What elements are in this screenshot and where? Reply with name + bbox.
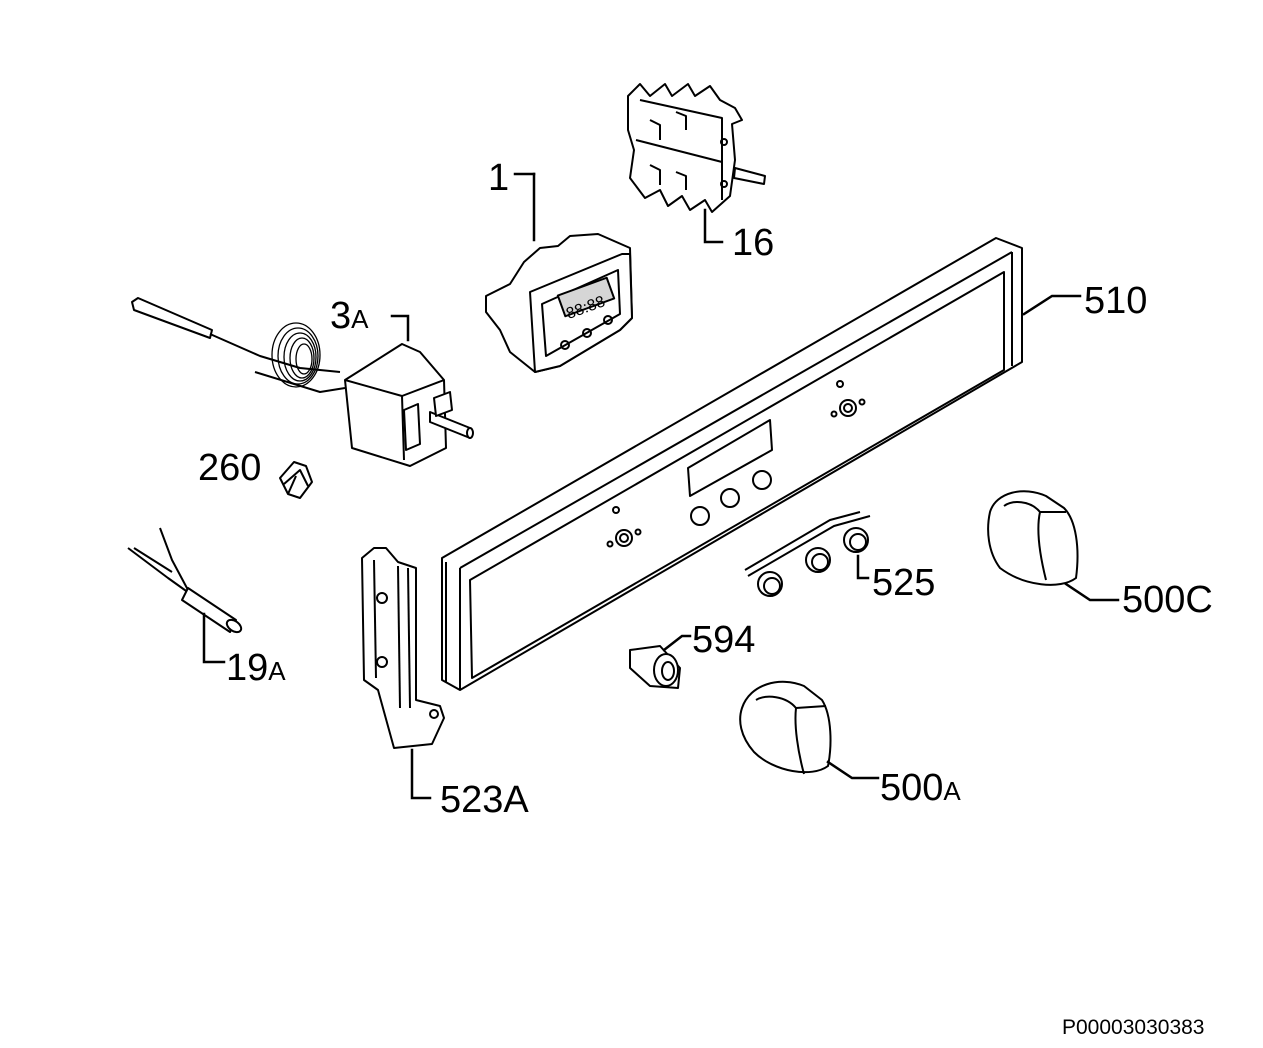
part-594-lamp bbox=[629, 634, 692, 689]
callout-500c: 500C bbox=[1122, 579, 1213, 621]
callout-525: 525 bbox=[872, 562, 935, 604]
part-500a-knob bbox=[739, 680, 880, 780]
svg-text:500A: 500A bbox=[880, 767, 961, 809]
part-500c-knob bbox=[987, 490, 1120, 602]
callout-19a: 19A bbox=[226, 647, 286, 689]
callout-260: 260 bbox=[198, 447, 261, 489]
drawing-reference-number: P00003030383 bbox=[1062, 1016, 1204, 1039]
callout-1: 1 bbox=[488, 157, 509, 199]
part-260-clip bbox=[279, 461, 313, 499]
part-510-control-panel bbox=[441, 237, 1082, 691]
svg-text:525: 525 bbox=[872, 562, 935, 604]
svg-text:1: 1 bbox=[488, 157, 509, 199]
part-3a-thermostat bbox=[131, 297, 474, 467]
svg-text:523A: 523A bbox=[440, 779, 529, 821]
svg-text:16: 16 bbox=[732, 222, 774, 264]
callout-510: 510 bbox=[1084, 280, 1147, 322]
part-19a-probe bbox=[127, 527, 243, 664]
svg-text:19A: 19A bbox=[226, 647, 286, 689]
svg-text:510: 510 bbox=[1084, 280, 1147, 322]
part-16-selector-switch bbox=[627, 83, 766, 244]
callout-594: 594 bbox=[692, 619, 755, 661]
part-1-electronic-timer: 88:88 bbox=[485, 172, 633, 373]
callout-500a: 500A bbox=[880, 767, 961, 809]
part-525-switch-buttons bbox=[744, 511, 871, 597]
svg-text:500C: 500C bbox=[1122, 579, 1213, 621]
callout-523a: 523A bbox=[440, 779, 529, 821]
part-523a-bracket bbox=[361, 547, 445, 800]
svg-text:594: 594 bbox=[692, 619, 755, 661]
callout-3a: 3A bbox=[330, 295, 369, 337]
callout-16: 16 bbox=[732, 222, 774, 264]
svg-text:3A: 3A bbox=[330, 295, 369, 337]
svg-text:260: 260 bbox=[198, 447, 261, 489]
